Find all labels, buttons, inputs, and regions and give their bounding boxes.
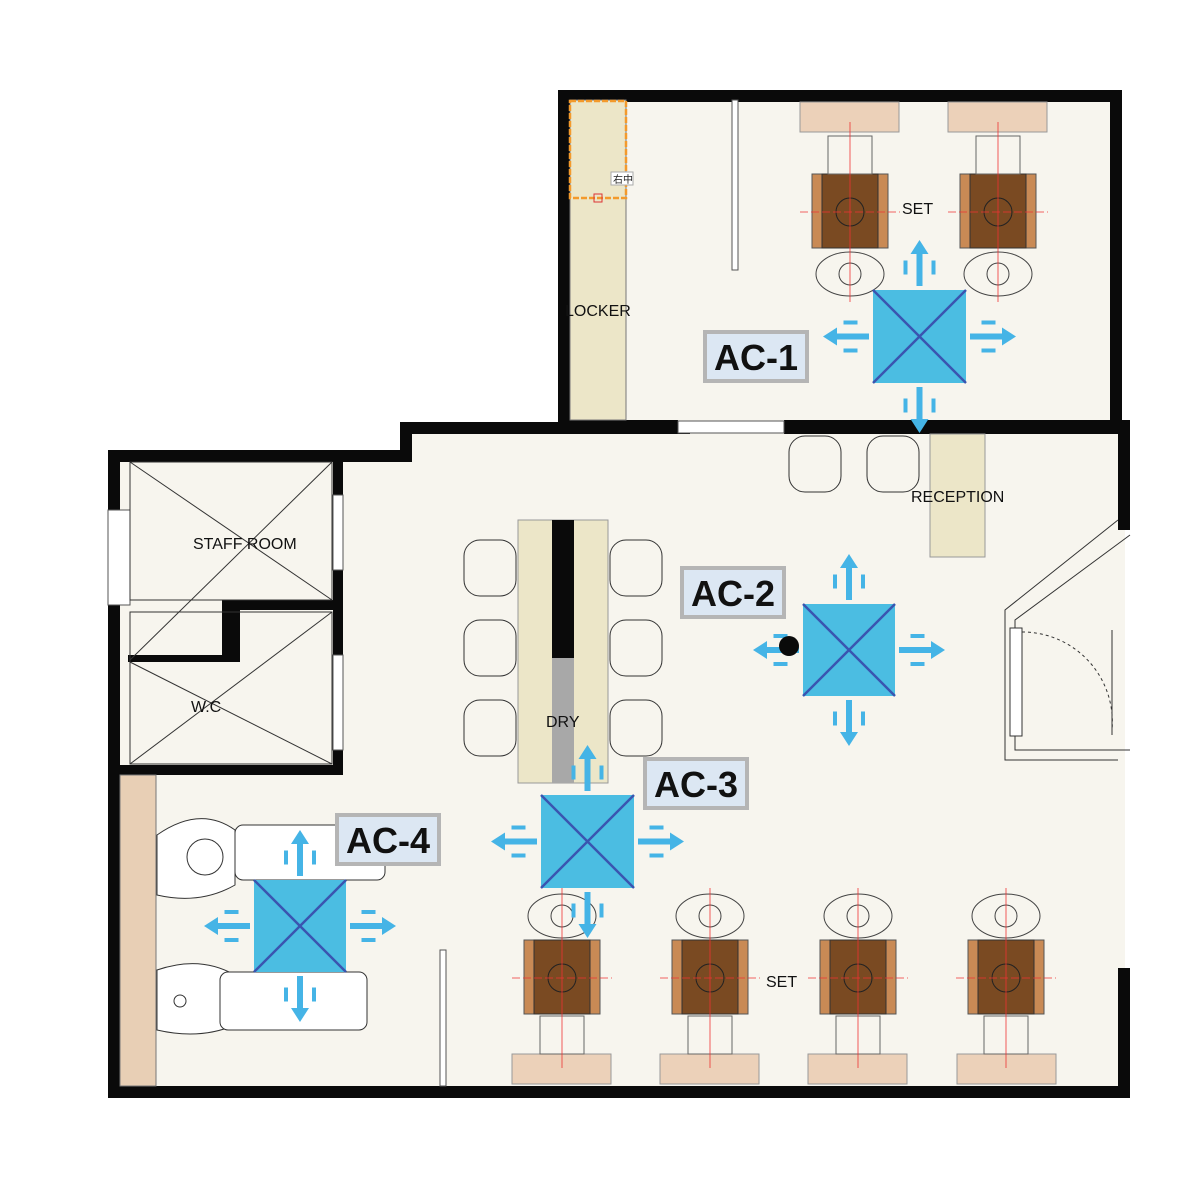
mirrors <box>511 101 1057 1085</box>
dry-table-divider <box>552 520 574 658</box>
ac-label-box <box>680 566 786 619</box>
staff-room-label: STAFF ROOM <box>193 536 297 553</box>
airflow-arrow-icon <box>204 910 250 942</box>
waiting-chair <box>463 699 517 757</box>
staff-room-cross <box>129 461 333 765</box>
waiting-chair <box>609 619 663 677</box>
ac-label: AC-4 <box>346 820 430 861</box>
window-wc <box>332 654 344 751</box>
airflow-arrow-icon <box>903 240 936 286</box>
airflow-arrow-icon <box>899 634 945 666</box>
ac-label: AC-1 <box>714 337 798 378</box>
styling-chair <box>512 888 612 1068</box>
station-mirror <box>511 1053 612 1085</box>
set-label-upper: SET <box>902 201 933 218</box>
ac-cross-icon <box>253 879 347 973</box>
set-label-lower: SET <box>766 974 797 991</box>
ac-label-box <box>643 757 749 810</box>
styling-chairs <box>512 122 1056 1068</box>
reception-counter <box>929 433 986 558</box>
airflow-arrow-icon <box>903 387 936 433</box>
locker-anchor <box>593 193 603 203</box>
ac-unit-2[interactable]: AC-2 <box>680 554 945 746</box>
reception-label: RECEPTION <box>911 489 1004 506</box>
station-mirror <box>807 1053 908 1085</box>
locker-label: LOCKER <box>565 303 631 320</box>
styling-chair <box>956 888 1056 1068</box>
partition-upper <box>731 99 739 271</box>
window-top <box>677 420 785 434</box>
ac-cross-icon <box>802 603 896 697</box>
airflow-arrow-icon <box>284 976 316 1022</box>
airflow-arrow-icon <box>571 892 604 938</box>
dry-table-divider-gray <box>552 658 574 783</box>
waiting-chair <box>609 539 663 597</box>
airflow-arrow-icon <box>350 910 396 942</box>
airflow-arrow-icon <box>284 830 316 876</box>
station-mirror <box>659 1053 760 1085</box>
locker-cabinet <box>569 99 627 421</box>
partition-lower <box>439 949 447 1087</box>
window-left <box>107 509 131 606</box>
wc-label: W.C <box>191 699 221 716</box>
airflow-arrow-icon <box>823 320 869 353</box>
waiting-chair <box>788 435 842 493</box>
locker-selection <box>568 99 628 200</box>
ac-label: AC-2 <box>691 573 775 614</box>
airflow-arrow-icon <box>571 745 604 791</box>
shampoo-units <box>156 818 386 1035</box>
ac-unit-1[interactable]: AC-1 <box>703 240 1016 433</box>
station-mirror <box>947 101 1048 133</box>
waiting-chairs <box>463 435 920 757</box>
dry-label: DRY <box>546 714 580 731</box>
ac-label: AC-3 <box>654 764 738 805</box>
styling-chair <box>800 122 900 302</box>
ac-units: AC-1AC-2AC-3AC-4 <box>204 240 1016 1022</box>
station-mirror <box>799 101 900 133</box>
airflow-arrow-icon <box>970 320 1016 353</box>
waiting-chair <box>463 619 517 677</box>
waiting-chair <box>463 539 517 597</box>
ac-cross-icon <box>540 794 635 889</box>
styling-chair <box>948 122 1048 302</box>
locker-tag: 右中 <box>613 173 633 186</box>
window-staff <box>332 494 344 571</box>
shampoo-shelf <box>119 774 157 1087</box>
airflow-arrow-icon <box>833 700 865 746</box>
locker-tag-box <box>610 171 634 186</box>
waiting-chair <box>866 435 920 493</box>
styling-chair <box>808 888 908 1068</box>
ac-cross-icon <box>872 289 967 384</box>
ac-label-box <box>335 813 441 866</box>
airflow-arrow-icon <box>491 825 537 858</box>
airflow-arrow-icon <box>638 825 684 858</box>
sensor-icon <box>779 636 799 656</box>
airflow-arrow-icon <box>833 554 865 600</box>
ac-unit-3[interactable]: AC-3 <box>491 745 749 938</box>
upper-room-floor <box>565 97 1115 422</box>
ac-unit-4[interactable]: AC-4 <box>204 813 441 1022</box>
waiting-chair <box>609 699 663 757</box>
entrance-door <box>1004 519 1131 761</box>
walls <box>108 90 1130 1098</box>
station-mirror <box>956 1053 1057 1085</box>
ac-label-box <box>703 330 809 383</box>
styling-chair <box>660 888 760 1068</box>
